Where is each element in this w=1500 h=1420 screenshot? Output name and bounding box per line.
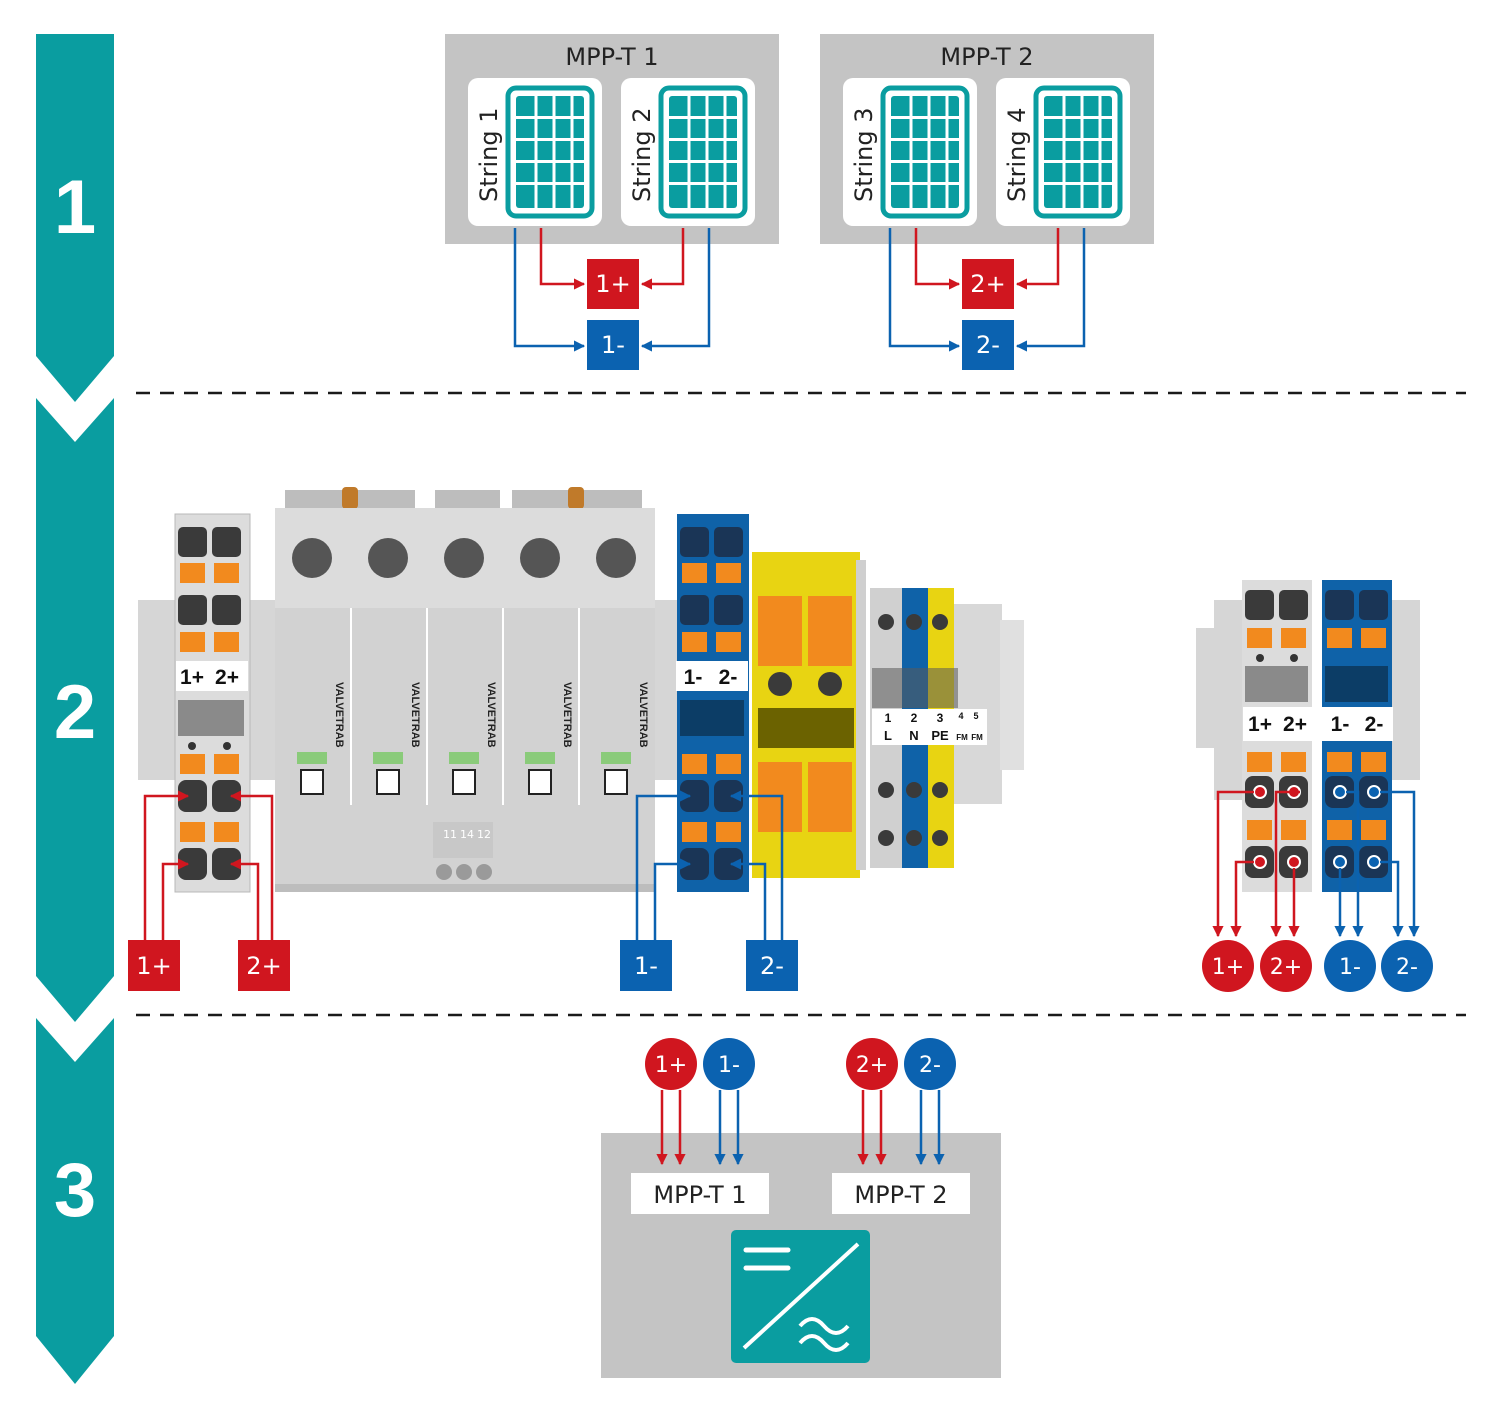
surge-protection-device: VALVETRAB VALVETRAB VALVETRAB VALVETRAB …: [275, 487, 655, 892]
svg-text:2: 2: [911, 711, 918, 725]
output-circle-2plus: [1260, 940, 1312, 992]
svg-text:4: 4: [958, 711, 963, 721]
input-tag-2minus: [746, 940, 798, 991]
svg-text:2+: 2+: [970, 270, 1005, 298]
svg-text:1-: 1-: [1339, 955, 1361, 980]
svg-text:VALVETRAB: VALVETRAB: [409, 682, 421, 748]
svg-text:2+: 2+: [215, 666, 239, 689]
step-arrow-3: 3: [36, 1018, 114, 1384]
svg-text:1-: 1-: [684, 666, 703, 689]
svg-text:MPP-T 2: MPP-T 2: [854, 1181, 947, 1209]
step-arrow-1: 1: [36, 34, 114, 402]
solar-panel-icon: [508, 88, 592, 216]
spd-module-labels: VALVETRAB VALVETRAB VALVETRAB VALVETRAB …: [333, 682, 649, 748]
step-number-3: 3: [54, 1148, 96, 1233]
svg-text:1+: 1+: [595, 270, 630, 298]
inverter-circle-1minus: [703, 1038, 755, 1090]
svg-text:PE: PE: [931, 728, 949, 743]
mppt2-plus-tag: [962, 259, 1014, 309]
right-terminal-block: 1+ 2+ 1- 2-: [1196, 580, 1420, 938]
svg-text:1+: 1+: [136, 952, 171, 980]
step-arrow-2: 2: [36, 398, 114, 1022]
string-1-label: String 1: [475, 107, 503, 202]
svg-text:2+: 2+: [1270, 955, 1302, 980]
svg-text:2+: 2+: [246, 952, 281, 980]
right-output-circles: 1+ 2+ 1- 2-: [1202, 940, 1433, 992]
svg-text:FM: FM: [956, 733, 968, 742]
inverter-circle-2plus: [846, 1038, 898, 1090]
svg-text:2-: 2-: [919, 1053, 941, 1078]
mppt1-title: MPP-T 1: [565, 43, 658, 71]
svg-text:L: L: [884, 728, 892, 743]
svg-text:2+: 2+: [856, 1053, 888, 1078]
mppt1-group: MPP-T 1 String 1 String 2 1+ 1-: [445, 34, 779, 370]
mppt2-group: MPP-T 2 String 3 String 4 2+ 2-: [820, 34, 1154, 370]
svg-text:2-: 2-: [719, 666, 738, 689]
svg-text:1-: 1-: [1331, 713, 1350, 736]
input-tag-2plus: [238, 940, 290, 991]
terminal-block-negative: 1- 2-: [655, 514, 749, 892]
input-tag-1plus: [128, 940, 180, 991]
inverter-group: 1+ 1- 2+ 2- MPP-T 1 MPP-T 2: [601, 1038, 1001, 1378]
svg-text:11: 11: [443, 828, 457, 841]
inverter-input-2: [832, 1173, 970, 1214]
svg-text:VALVETRAB: VALVETRAB: [637, 682, 649, 748]
svg-text:1-: 1-: [601, 331, 625, 359]
section2-left-wiring: 1+ 2+ 1- 2-: [128, 790, 798, 991]
svg-text:2-: 2-: [1396, 955, 1418, 980]
svg-text:1-: 1-: [634, 952, 658, 980]
mppt2-title: MPP-T 2: [940, 43, 1033, 71]
svg-text:MPP-T 1: MPP-T 1: [653, 1181, 746, 1209]
string-3-label: String 3: [850, 107, 878, 202]
svg-text:VALVETRAB: VALVETRAB: [485, 682, 497, 748]
inverter-circle-1plus: [645, 1038, 697, 1090]
string-4-label: String 4: [1003, 107, 1031, 202]
svg-text:VALVETRAB: VALVETRAB: [561, 682, 573, 748]
mppt2-minus-tag: [962, 320, 1014, 370]
ac-terminal-block: 1 2 3 4 5 L N PE FM FM: [870, 588, 1024, 868]
inverter-circle-2minus: [904, 1038, 956, 1090]
string-2-label: String 2: [628, 107, 656, 202]
output-circle-2minus: [1381, 940, 1433, 992]
input-tag-1minus: [620, 940, 672, 991]
svg-text:3: 3: [937, 711, 944, 725]
ground-terminal-block: [752, 552, 866, 878]
svg-text:14: 14: [460, 828, 474, 841]
svg-text:VALVETRAB: VALVETRAB: [333, 682, 345, 748]
mppt1-minus-tag: [587, 320, 639, 370]
output-circle-1minus: [1324, 940, 1376, 992]
svg-text:1+: 1+: [1212, 955, 1244, 980]
svg-text:5: 5: [973, 711, 978, 721]
svg-text:12: 12: [477, 828, 491, 841]
mppt1-plus-tag: [587, 259, 639, 309]
svg-text:N: N: [909, 728, 918, 743]
svg-text:2-: 2-: [976, 331, 1000, 359]
svg-text:1+: 1+: [1248, 713, 1272, 736]
svg-text:1: 1: [885, 711, 892, 725]
output-circle-1plus: [1202, 940, 1254, 992]
svg-text:2+: 2+: [1283, 713, 1307, 736]
svg-text:1+: 1+: [180, 666, 204, 689]
svg-text:2-: 2-: [1365, 713, 1384, 736]
svg-text:2-: 2-: [760, 952, 784, 980]
svg-text:FM: FM: [971, 733, 983, 742]
step-number-1: 1: [54, 165, 96, 250]
svg-text:1+: 1+: [655, 1053, 687, 1078]
solar-panel-icon: [883, 88, 967, 216]
svg-text:1-: 1-: [718, 1053, 740, 1078]
dc-ac-inverter-icon: [731, 1230, 870, 1363]
solar-panel-icon: [661, 88, 745, 216]
solar-panel-icon: [1036, 88, 1120, 216]
terminal-block-positive: 1+ 2+: [138, 513, 276, 893]
step-number-2: 2: [54, 670, 96, 755]
inverter-input-1: [631, 1173, 769, 1214]
